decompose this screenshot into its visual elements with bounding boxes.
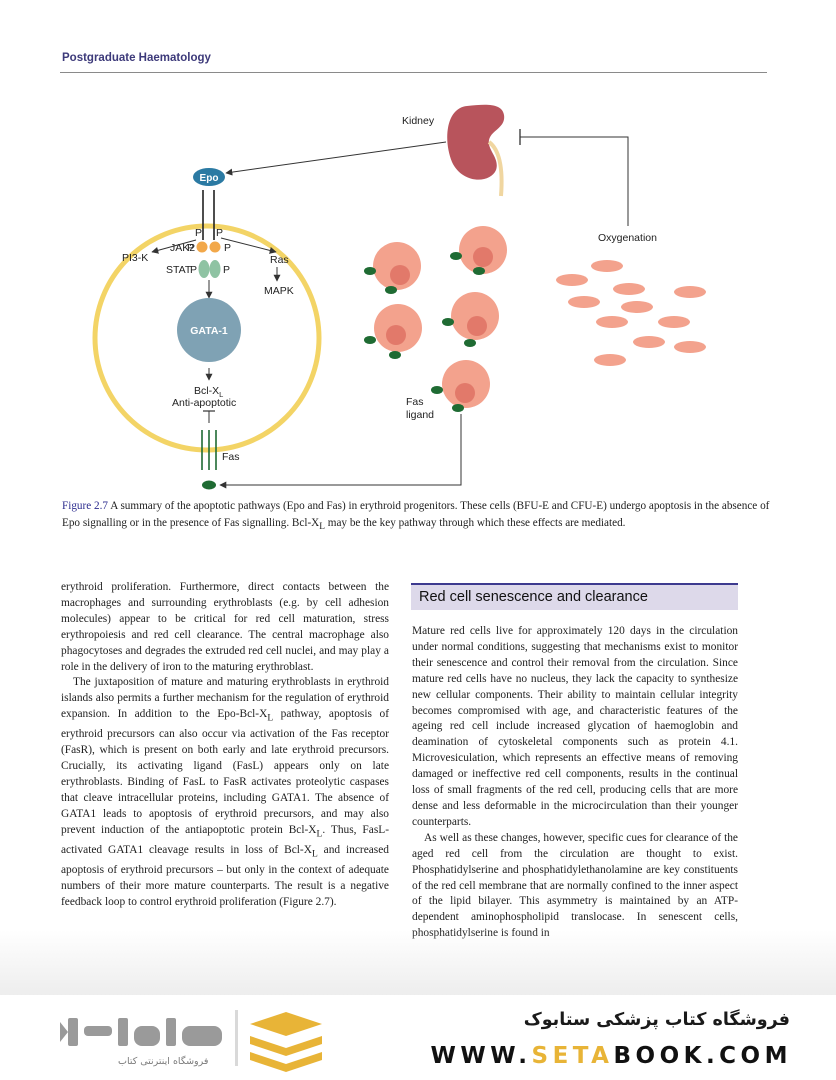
p-label: P: [190, 264, 197, 276]
fas-label: Fas: [222, 451, 240, 463]
caption-text: may be the key pathway through which the…: [324, 517, 626, 529]
paragraph: The juxtaposition of mature and maturing…: [61, 676, 389, 909]
erythroblast: [442, 292, 499, 347]
mature-red-cells: [556, 260, 706, 366]
store-name: فروشگاه کتاب پزشکی ستابوک: [523, 1010, 790, 1030]
erythroblast: [431, 360, 490, 412]
setabook-logo: [60, 1010, 322, 1072]
right-column: Mature red cells live for approximately …: [412, 624, 738, 942]
gata1-label: GATA-1: [190, 325, 228, 337]
paragraph: As well as these changes, however, speci…: [412, 831, 738, 939]
left-column: erythroid proliferation. Furthermore, di…: [61, 580, 389, 911]
section-heading: Red cell senescence and clearance: [411, 583, 738, 610]
stat-molecule: [209, 260, 221, 278]
epo-label: Epo: [200, 173, 219, 184]
apoptotic-pathway-diagram: Epo P P JAK2 P P PI3-K Ras MAPK STAT P P…: [92, 104, 706, 490]
ras-label: Ras: [270, 254, 289, 266]
figure-label: Figure 2.7: [62, 500, 108, 512]
kidney-label: Kidney: [402, 115, 435, 127]
logo-subtitle: فروشگاه اینترنتی کتاب: [118, 1056, 209, 1067]
pi3k-arrow: [151, 239, 197, 254]
oxygenation-feedback-line: [520, 136, 629, 226]
pi3k-label: PI3-K: [122, 252, 148, 264]
kidney-to-epo-arrow: [225, 141, 447, 176]
p-label: P: [216, 227, 223, 239]
erythroblast: [450, 226, 507, 275]
erythroblast: [364, 242, 421, 294]
ras-arrow: [220, 237, 277, 254]
fas-ligand-molecule: [202, 480, 216, 490]
page-fade: [0, 930, 836, 1000]
jak2-phospho-dot: [209, 241, 221, 253]
header-rule: [60, 72, 767, 73]
fas-feedback-arrow: [219, 414, 462, 489]
p-label: P: [223, 264, 230, 276]
caption-subscript: L: [319, 522, 325, 533]
stat-molecule: [198, 260, 210, 278]
erythroblast: [364, 304, 422, 359]
mapk-label: MAPK: [264, 285, 294, 297]
ureter: [487, 140, 504, 197]
anti-apoptotic-label: Anti-apoptotic: [172, 397, 236, 409]
paragraph: Mature red cells live for approximately …: [412, 625, 738, 828]
fas-ligand-label: Fas: [406, 396, 424, 408]
fas-ligand-label: ligand: [406, 409, 434, 421]
gata1-nucleus: [177, 298, 241, 362]
p-label: P: [195, 227, 202, 239]
store-url[interactable]: WWW.SETABOOK.COM: [430, 1043, 792, 1069]
oxygenation-label: Oxygenation: [598, 232, 657, 244]
p-label: P: [224, 242, 231, 254]
p-label: P: [187, 242, 194, 254]
running-head: Postgraduate Haematology: [62, 52, 211, 64]
stat-label: STAT: [166, 264, 192, 276]
caption-text: A summary of the apoptotic pathways (Epo…: [62, 500, 770, 529]
epo-molecule: [193, 168, 225, 186]
jak2-phospho-dot: [196, 241, 208, 253]
figure-caption: Figure 2.7 A summary of the apoptotic pa…: [62, 498, 770, 536]
paragraph: erythroid proliferation. Furthermore, di…: [61, 581, 389, 673]
bcl-xl-label: Bcl-XL: [194, 385, 223, 399]
kidney-shape: [447, 104, 505, 180]
